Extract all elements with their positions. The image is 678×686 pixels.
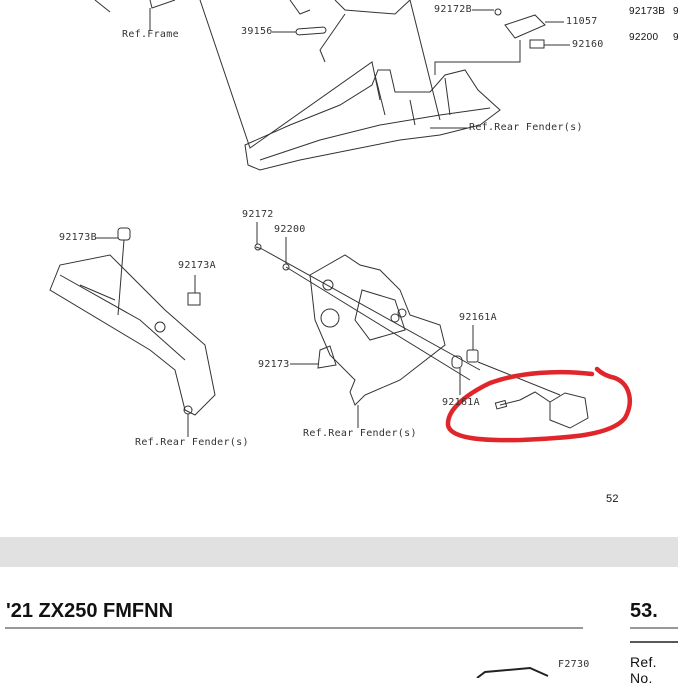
frame-part-drawing xyxy=(94,0,411,149)
table-header-no: No. xyxy=(630,670,653,686)
side-table-partial: 9 xyxy=(673,6,678,17)
label-92200: 92200 xyxy=(274,224,306,235)
label-11057: 11057 xyxy=(566,16,598,27)
label-92172B: 92172B xyxy=(434,4,472,15)
label-ref-rear-fender-mid: Ref.Rear Fender(s) xyxy=(303,428,417,439)
label-ref-frame: Ref.Frame xyxy=(122,29,179,40)
page2-part-drawing xyxy=(476,666,549,678)
red-highlight-circle xyxy=(445,366,632,443)
page-title: '21 ZX250 FMFNN xyxy=(6,600,174,622)
label-ref-rear-fender-left: Ref.Rear Fender(s) xyxy=(135,437,249,448)
label-92173B: 92173B xyxy=(59,232,97,243)
label-92160: 92160 xyxy=(572,39,604,50)
label-92161A-top: 92161A xyxy=(459,312,497,323)
label-92172: 92172 xyxy=(242,209,274,220)
table-header-ref: Ref. xyxy=(630,654,657,670)
section-number: 53. xyxy=(630,600,658,622)
label-39156: 39156 xyxy=(241,26,273,37)
rear-fender-top-drawing xyxy=(244,0,570,171)
turn-signal-drawing xyxy=(477,361,589,429)
side-table-ref: 92173B xyxy=(629,6,666,17)
side-table-ref: 92200 xyxy=(629,32,659,43)
label-ref-rear-fender-top: Ref.Rear Fender(s) xyxy=(469,122,583,133)
center-bracket-drawing xyxy=(254,222,481,428)
left-bracket-drawing xyxy=(49,227,216,437)
side-table-partial: 9 xyxy=(673,32,678,43)
figure-code: F2730 xyxy=(558,659,590,670)
label-92173: 92173 xyxy=(258,359,290,370)
page-separator xyxy=(0,537,678,567)
label-92161A-bottom: 92161A xyxy=(442,397,480,408)
page-number: 52 xyxy=(606,493,619,505)
label-92173A: 92173A xyxy=(178,260,216,271)
